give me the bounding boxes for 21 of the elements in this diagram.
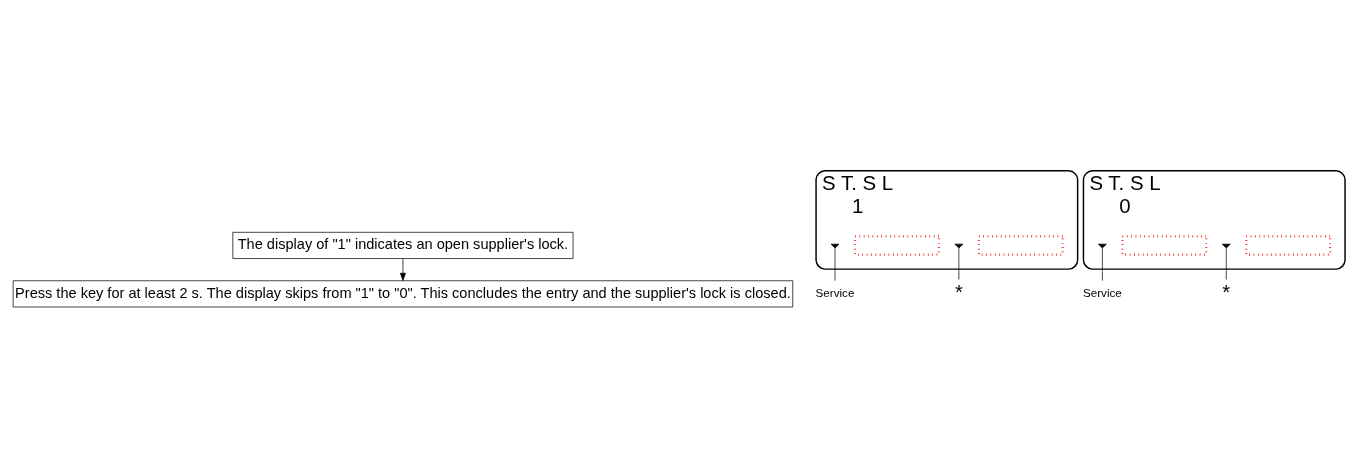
connector (1225, 247, 1227, 280)
node-box (977, 234, 1064, 256)
node-triangle (1098, 243, 1107, 248)
node-text: Service (1082, 285, 1122, 299)
node-triangle (1221, 243, 1231, 248)
connector (958, 247, 960, 280)
node-box (853, 234, 940, 256)
node-box (1245, 234, 1332, 256)
node-box (1121, 234, 1208, 256)
node-triangle (954, 243, 964, 248)
node-text: Service (815, 285, 855, 299)
arrow (400, 257, 406, 281)
cluster: S T. S L 1 (815, 169, 1079, 270)
node-text: * (1222, 280, 1231, 303)
node-triangle (830, 243, 840, 248)
connector (834, 247, 836, 281)
connector (1102, 247, 1103, 281)
node-box: The display of "1" indicates an open supplier's lock. (232, 231, 574, 259)
cluster: S T. S L 0 (1082, 169, 1346, 270)
node-box: Press the key for at least 2 s. The display skips from "1" to "0". This concludes the entry and the supplier's lock is closed. (12, 279, 794, 307)
node-text: * (954, 280, 963, 303)
